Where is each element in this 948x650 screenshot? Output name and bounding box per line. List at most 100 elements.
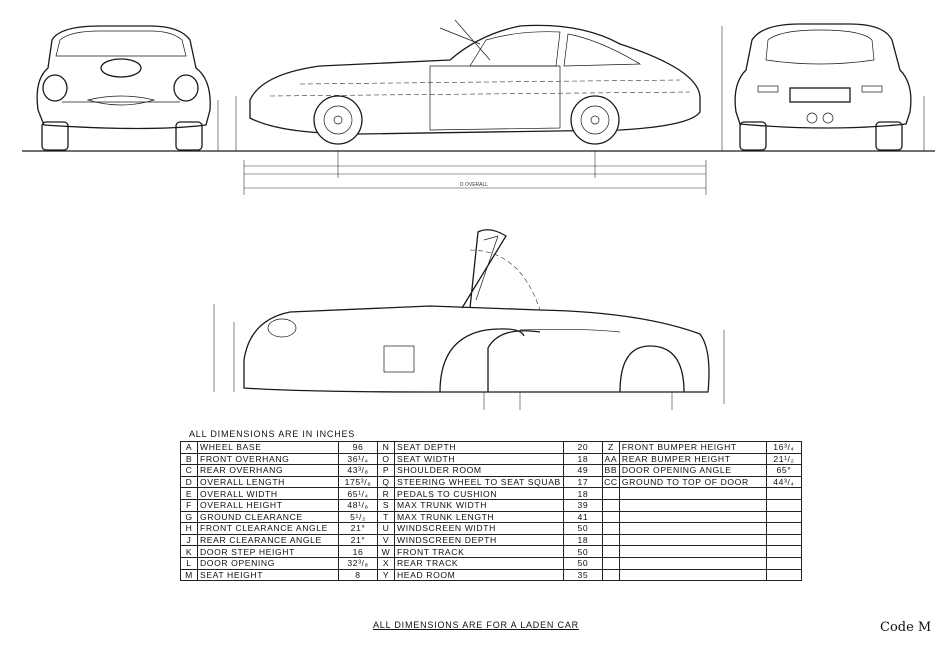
side-view: D OVERALL xyxy=(235,19,723,195)
dimension-name: GROUND TO TOP OF DOOR xyxy=(618,475,767,489)
dimension-value: 21° xyxy=(338,533,378,547)
dimension-name: WHEEL BASE xyxy=(197,441,339,454)
dimension-key: K xyxy=(180,545,198,558)
dimension-key: M xyxy=(180,568,198,582)
dimension-value: 18 xyxy=(562,452,603,466)
dimension-name: REAR TRACK xyxy=(394,556,564,570)
dimension-name xyxy=(618,498,767,512)
dimension-name: WINDSCREEN DEPTH xyxy=(394,533,564,547)
dimension-name: OVERALL WIDTH xyxy=(197,487,339,500)
dimension-value xyxy=(765,556,802,570)
dimension-value: 65¹/₄ xyxy=(338,487,378,500)
dimension-name: FRONT BUMPER HEIGHT xyxy=(618,441,767,454)
dimension-name: DOOR OPENING xyxy=(197,556,339,570)
dimension-value xyxy=(765,545,802,558)
dimension-name: OVERALL LENGTH xyxy=(197,475,339,489)
dimension-key: J xyxy=(180,533,198,547)
dimension-key: Q xyxy=(377,475,395,489)
dimension-value: 48¹/₈ xyxy=(338,498,378,512)
dimension-key: G xyxy=(180,510,198,524)
dimension-name: MAX TRUNK WIDTH xyxy=(394,498,564,512)
dimension-key: N xyxy=(377,441,395,454)
dimension-value: 50 xyxy=(562,522,603,535)
dimension-value: 44³/₄ xyxy=(765,475,802,489)
dimension-key xyxy=(601,556,620,570)
dimension-value: 43³/₈ xyxy=(338,464,378,477)
dimension-name: SEAT WIDTH xyxy=(394,452,564,466)
dimension-value: 18 xyxy=(562,533,603,547)
dimension-key xyxy=(601,568,620,582)
dimension-name xyxy=(618,510,767,524)
dimension-value: 50 xyxy=(562,545,603,558)
dimension-name xyxy=(618,545,767,558)
code-label: Code M xyxy=(880,620,932,635)
dimension-name: DOOR STEP HEIGHT xyxy=(197,545,339,558)
dimension-value: 35 xyxy=(562,568,603,582)
front-view xyxy=(36,25,219,151)
dimension-key: BB xyxy=(601,464,620,477)
dimension-name xyxy=(618,568,767,582)
dimension-key: W xyxy=(377,545,395,558)
dimension-key: E xyxy=(180,487,198,500)
dimension-value: 96 xyxy=(338,441,378,454)
dimension-value: 50 xyxy=(562,556,603,570)
dimension-key: A xyxy=(180,441,198,454)
dimension-value xyxy=(765,533,802,547)
dimension-name: REAR CLEARANCE ANGLE xyxy=(197,533,339,547)
dimension-key: X xyxy=(377,556,395,570)
dimension-value: 175³/₈ xyxy=(338,475,378,489)
dimension-key: C xyxy=(180,464,198,477)
dimension-key: F xyxy=(180,498,198,512)
dimension-key: AA xyxy=(601,452,620,466)
dimension-name: REAR BUMPER HEIGHT xyxy=(618,452,767,466)
dimension-value xyxy=(765,568,802,582)
dimension-value: 32³/₈ xyxy=(338,556,378,570)
dimension-value: 8 xyxy=(338,568,378,582)
dimension-name: STEERING WHEEL TO SEAT SQUAB xyxy=(394,475,564,489)
laden-car-note: ALL DIMENSIONS ARE FOR A LADEN CAR xyxy=(373,620,579,630)
dimension-value: 5¹/₂ xyxy=(338,510,378,524)
dimension-name: HEAD ROOM xyxy=(394,568,564,582)
dimension-key: P xyxy=(377,464,395,477)
dimension-value: 21° xyxy=(338,522,378,535)
dimension-name xyxy=(618,487,767,500)
dimension-value: 36¹/₄ xyxy=(338,452,378,466)
dimension-name: SEAT HEIGHT xyxy=(197,568,339,582)
dimension-key: B xyxy=(180,452,198,466)
dimension-value xyxy=(765,522,802,535)
dimension-key: L xyxy=(180,556,198,570)
dimension-name: FRONT CLEARANCE ANGLE xyxy=(197,522,339,535)
dimension-value: 20 xyxy=(562,441,603,454)
dimension-name: PEDALS TO CUSHION xyxy=(394,487,564,500)
dimension-name: MAX TRUNK LENGTH xyxy=(394,510,564,524)
dimension-value: 49 xyxy=(562,464,603,477)
dimension-value: 21¹/₂ xyxy=(765,452,802,466)
dimension-value xyxy=(765,498,802,512)
dimension-name xyxy=(618,533,767,547)
dimension-name: FRONT TRACK xyxy=(394,545,564,558)
dimension-key: V xyxy=(377,533,395,547)
dimension-value: 18 xyxy=(562,487,603,500)
dimension-name xyxy=(618,522,767,535)
dimension-name: SHOULDER ROOM xyxy=(394,464,564,477)
dimension-value xyxy=(765,510,802,524)
dimension-key: T xyxy=(377,510,395,524)
dimension-key xyxy=(601,510,620,524)
dimension-value: 41 xyxy=(562,510,603,524)
dimension-key xyxy=(601,487,620,500)
dimension-value: 16³/₄ xyxy=(765,441,802,454)
dimension-key: D xyxy=(180,475,198,489)
dimension-key xyxy=(601,522,620,535)
overall-length-label: D OVERALL xyxy=(460,182,488,188)
dimension-name: OVERALL HEIGHT xyxy=(197,498,339,512)
dimension-name xyxy=(618,556,767,570)
